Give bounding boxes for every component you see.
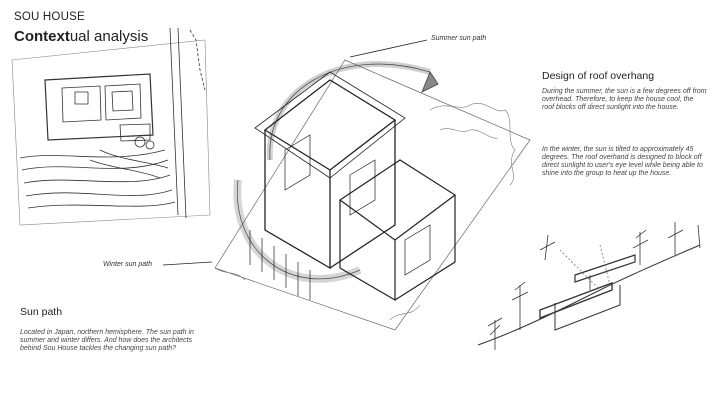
page-title: Contextual analysis — [14, 28, 148, 45]
summer-sun-path-label: Summer sun path — [431, 35, 487, 42]
roof-overhang-winter-text: In the winter, the sun is tilted to appr… — [542, 146, 703, 177]
section-sketch — [477, 222, 701, 350]
summer-leader-line — [349, 39, 428, 58]
page-title-bold: Context — [14, 28, 70, 45]
axonometric-house-sketch — [214, 59, 531, 331]
winter-sun-path-label: Winter sun path — [103, 261, 152, 268]
page-title-rest: ual analysis — [69, 28, 149, 45]
winter-leader-line — [162, 261, 213, 266]
roof-overhang-heading: Design of roof overhang — [542, 70, 655, 82]
site-plan-sketch — [11, 27, 211, 226]
sun-path-text: Located in Japan, northern hemisphere. T… — [20, 329, 194, 352]
roof-overhang-summer-text: During the summer, the sun is a few degr… — [542, 88, 707, 111]
sun-path-heading: Sun path — [20, 306, 63, 318]
project-name: SOU HOUSE — [14, 11, 85, 23]
